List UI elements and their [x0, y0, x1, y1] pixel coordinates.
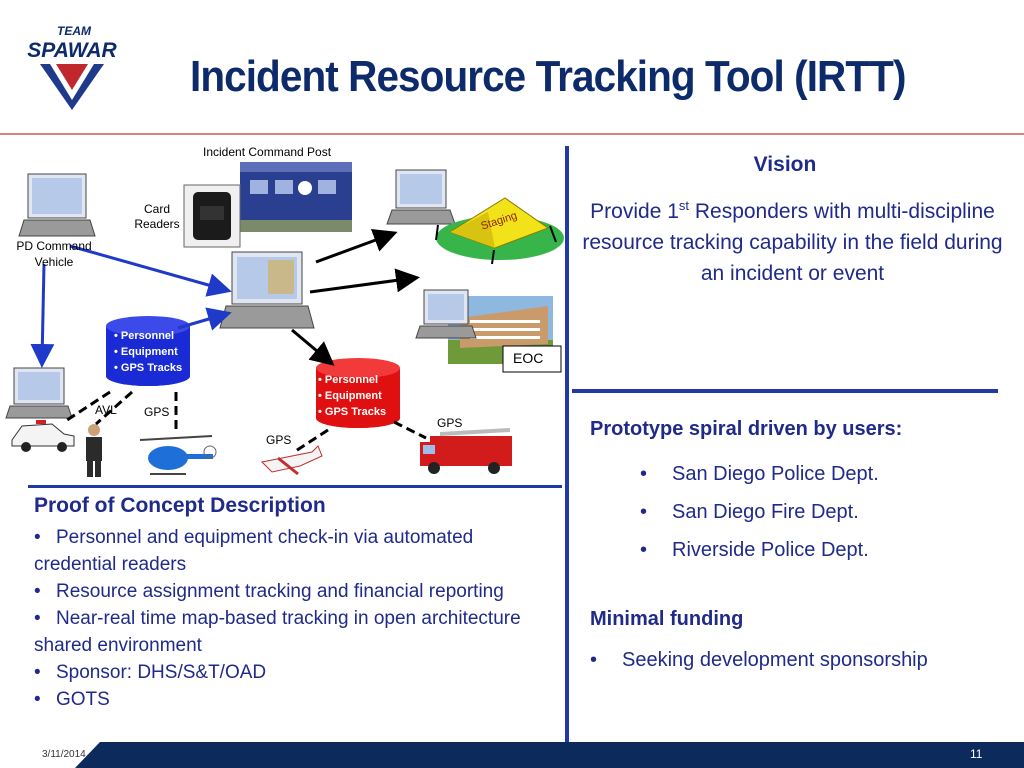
police-laptop-icon [5, 367, 73, 419]
list-item: Personnel and equipment check-in via aut… [34, 524, 559, 578]
gps-link-firetruck [393, 420, 427, 440]
footer-date: 3/11/2014 [42, 749, 86, 760]
list-item: Riverside Police Dept. [640, 531, 1000, 569]
staging-laptop-icon [386, 169, 456, 225]
card-reader [183, 184, 241, 248]
vision-heading: Vision [753, 153, 817, 176]
airplane-icon [260, 445, 323, 476]
database-blue [106, 316, 190, 386]
eoc-label: EOC [513, 350, 544, 366]
db-right-item: • Equipment [318, 390, 382, 402]
page-number: 11 [970, 747, 983, 761]
database-red [316, 358, 400, 428]
page-title: Incident Resource Tracking Tool (IRTT) [190, 52, 906, 101]
prototype-heading: Prototype spiral driven by users: [590, 418, 903, 440]
list-item: Seeking development sponsorship [590, 645, 1020, 675]
arrow-to-red-db [291, 328, 335, 366]
eoc-label-box [502, 345, 562, 373]
db-right-item: • Personnel [318, 374, 378, 386]
irtt-system-diagram: Staging [5, 162, 564, 477]
helicopter-icon [139, 435, 217, 475]
db-left-item: • Equipment [114, 346, 178, 358]
team-spawar-logo: TEAM SPAWAR [27, 24, 118, 110]
gps-label: GPS [437, 416, 463, 430]
police-officer-icon [86, 424, 102, 477]
poc-heading: Proof of Concept Description [34, 494, 326, 517]
db-right-item: • GPS Tracks [318, 406, 386, 418]
pd-command-laptop-icon [18, 173, 96, 237]
arrow-icp-to-pd [69, 244, 232, 297]
funding-list: Seeking development sponsorship [590, 645, 1020, 675]
card-readers-label: Card Readers [134, 202, 180, 231]
gps-label: GPS [144, 405, 170, 419]
central-laptop-icon [219, 251, 315, 329]
list-item: San Diego Fire Dept. [640, 493, 1000, 531]
footer-bar [75, 742, 1024, 768]
right-horizontal-divider [572, 389, 998, 393]
police-car-icon [11, 420, 75, 452]
prototype-user-list: San Diego Police Dept. San Diego Fire De… [640, 455, 1000, 569]
staging-tent-icon: Staging [435, 197, 564, 265]
vision-text: Provide 1st Responders with multi-discip… [582, 198, 1003, 285]
list-item: GOTS [34, 686, 559, 713]
arrow-pd-to-police [30, 263, 55, 368]
gps-label: GPS [266, 433, 292, 447]
vertical-divider [565, 146, 569, 742]
list-item: Sponsor: DHS/S&T/OAD [34, 659, 559, 686]
pd-command-vehicle-label: PD Command Vehicle [16, 239, 92, 269]
gps-link-airplane [293, 428, 329, 454]
logo-team-text: TEAM [57, 24, 92, 38]
poc-list: Personnel and equipment check-in via aut… [34, 524, 559, 713]
list-item: San Diego Police Dept. [640, 455, 1000, 493]
funding-heading: Minimal funding [590, 608, 744, 630]
fire-truck-icon [420, 428, 512, 474]
avl-label: AVL [95, 403, 117, 417]
logo-spawar-text: SPAWAR [27, 39, 117, 62]
arrow-to-staging [315, 228, 398, 264]
db-left-item: • Personnel [114, 330, 174, 342]
list-item: Near-real time map-based tracking in ope… [34, 605, 559, 659]
arrow-db-to-laptop [177, 307, 232, 331]
arrow-to-eoc [309, 268, 420, 294]
gps-link-officer [95, 390, 133, 426]
left-horizontal-divider [28, 485, 562, 488]
avl-link [63, 390, 111, 424]
icp-label: Incident Command Post [203, 145, 332, 159]
icp-trailer [240, 162, 352, 232]
db-left-item: • GPS Tracks [114, 362, 182, 374]
list-item: Resource assignment tracking and financi… [34, 578, 559, 605]
eoc-laptop-icon [415, 289, 477, 339]
header-divider [0, 133, 1024, 135]
